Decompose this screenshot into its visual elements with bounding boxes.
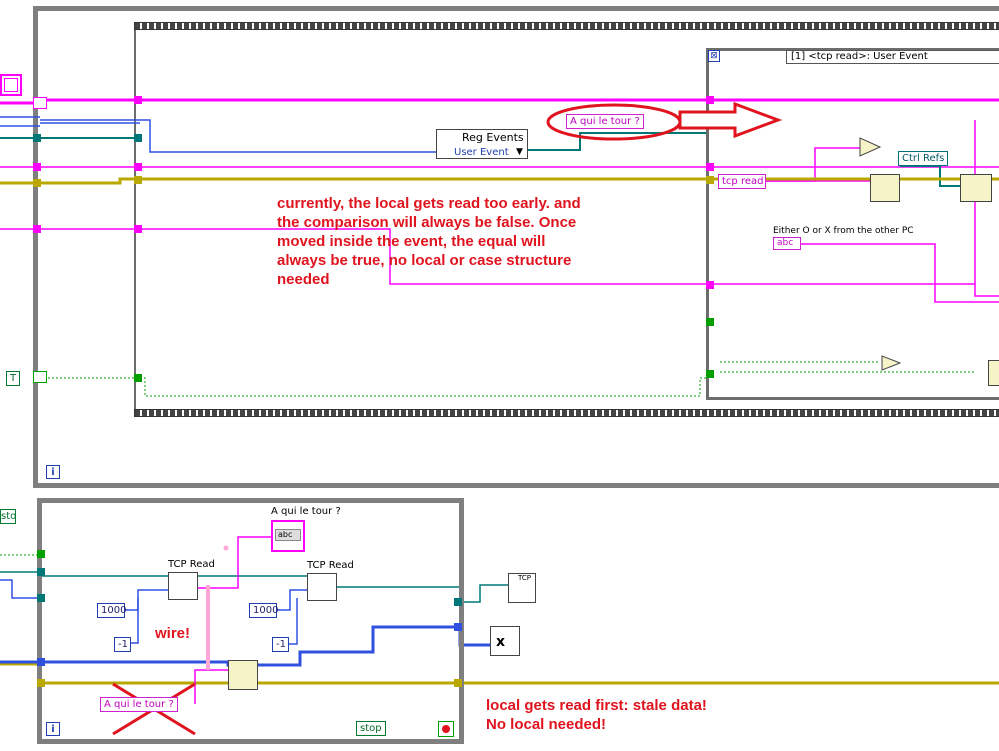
tunnel [134, 176, 142, 184]
tunnel [37, 658, 45, 666]
error-handler-node[interactable] [490, 626, 520, 656]
event-case-frame[interactable] [706, 48, 999, 400]
dropdown-arrow-icon: ▼ [516, 147, 523, 157]
numeric-wire [0, 122, 140, 127]
tcp-icon-label: TCP [518, 574, 531, 582]
highlight-arrow [678, 101, 783, 139]
tunnel [706, 281, 714, 289]
string-wire [0, 228, 975, 285]
tunnel [37, 568, 45, 576]
numeric-wire [276, 589, 307, 611]
register-events-node[interactable] [436, 129, 528, 159]
boolean-true-constant[interactable]: T [6, 371, 20, 386]
string-terminal[interactable] [0, 74, 22, 96]
string-wire [766, 147, 860, 182]
not-equal-function [881, 355, 902, 371]
error-wire [0, 662, 999, 685]
either-label: Either O or X from the other PC [773, 226, 914, 236]
boolean-wire [40, 377, 706, 397]
tunnel [454, 598, 462, 606]
string-terminal-inner [4, 78, 18, 92]
tcp-read-1-node[interactable] [168, 572, 198, 600]
tcp-read-event-data[interactable]: tcp read [718, 174, 766, 189]
top-while-loop[interactable] [33, 6, 999, 488]
local-variable-a-qui-le-tour[interactable]: A qui le tour ? [566, 114, 644, 129]
tcp-read-2-label: TCP Read [307, 560, 354, 571]
top-annotation: currently, the local gets read too early… [277, 195, 581, 288]
string-wire [193, 536, 273, 589]
indicator-inner: abc [275, 529, 301, 541]
index-function-node[interactable] [960, 174, 992, 202]
error-x-icon: x [496, 634, 506, 650]
bottom-annotation: local gets read first: stale data! No lo… [486, 697, 707, 733]
tunnel [37, 594, 45, 602]
case-close-icon[interactable]: ⊠ [708, 50, 720, 62]
bytes-constant-2[interactable]: -1 [272, 637, 289, 652]
wire-annotation: wire! [155, 625, 191, 642]
string-wire [974, 120, 999, 297]
timeout-constant-2[interactable]: 1000 [249, 603, 278, 618]
stop-button-terminal[interactable]: stop [356, 721, 386, 736]
numeric-wire [0, 116, 436, 153]
tcp-read-1-label: TCP Read [168, 559, 215, 570]
iteration-terminal-bottom: i [46, 722, 60, 736]
abc-string-constant[interactable]: abc [773, 237, 801, 250]
tcp-read-2-node[interactable] [307, 573, 337, 601]
tunnel [134, 134, 142, 142]
tunnel [706, 163, 714, 171]
tunnel [706, 370, 714, 378]
string-compare-node[interactable] [228, 660, 258, 690]
tunnel [706, 318, 714, 326]
tunnel [454, 679, 462, 687]
event-frame-top-border [134, 22, 999, 30]
ctrl-refs-constant[interactable]: Ctrl Refs [898, 151, 949, 166]
tunnel [33, 163, 41, 171]
tunnel [706, 96, 714, 104]
bytes-constant-1[interactable]: -1 [114, 637, 131, 652]
local-variable-bottom[interactable]: A qui le tour ? [100, 697, 178, 712]
numeric-wire [0, 579, 40, 599]
numeric-wire [288, 598, 298, 645]
tunnel [33, 179, 41, 187]
tunnel [37, 679, 45, 687]
refnum-wire [528, 132, 706, 151]
tunnel [706, 176, 714, 184]
shift-register [33, 97, 47, 109]
iteration-terminal-top: i [46, 465, 60, 479]
compare-node[interactable] [988, 360, 999, 386]
event-frame-bottom-border [134, 409, 999, 417]
refnum-wire [900, 165, 960, 187]
tunnel [33, 134, 41, 142]
bottom-while-loop[interactable] [37, 498, 464, 744]
refnum-wire [337, 584, 508, 603]
tcp-close-node[interactable] [508, 573, 536, 603]
event-case-selector[interactable]: [1] <tcp read>: User Event [786, 50, 999, 64]
left-stop-tag[interactable]: stop [0, 509, 16, 524]
string-wire [800, 243, 999, 303]
user-event-label: User Event [454, 147, 509, 158]
string-wire [0, 98, 999, 105]
tunnel [454, 623, 462, 631]
stop-condition-dot [442, 725, 450, 733]
tunnel [134, 96, 142, 104]
timeout-constant-1[interactable]: 1000 [97, 603, 126, 618]
tunnel [37, 550, 45, 558]
error-wire [0, 177, 999, 185]
equal-function [859, 137, 882, 157]
string-function-node[interactable] [870, 174, 900, 202]
tunnel [33, 225, 41, 233]
indicator-label: A qui le tour ? [271, 506, 341, 517]
tunnel [134, 163, 142, 171]
string-wire [194, 669, 228, 704]
numeric-wire [130, 598, 139, 644]
reg-events-label: Reg Events [462, 131, 524, 144]
tunnel [134, 225, 142, 233]
tunnel [134, 374, 142, 382]
wire-dot [223, 545, 229, 551]
boolean-shift-register [33, 371, 47, 383]
